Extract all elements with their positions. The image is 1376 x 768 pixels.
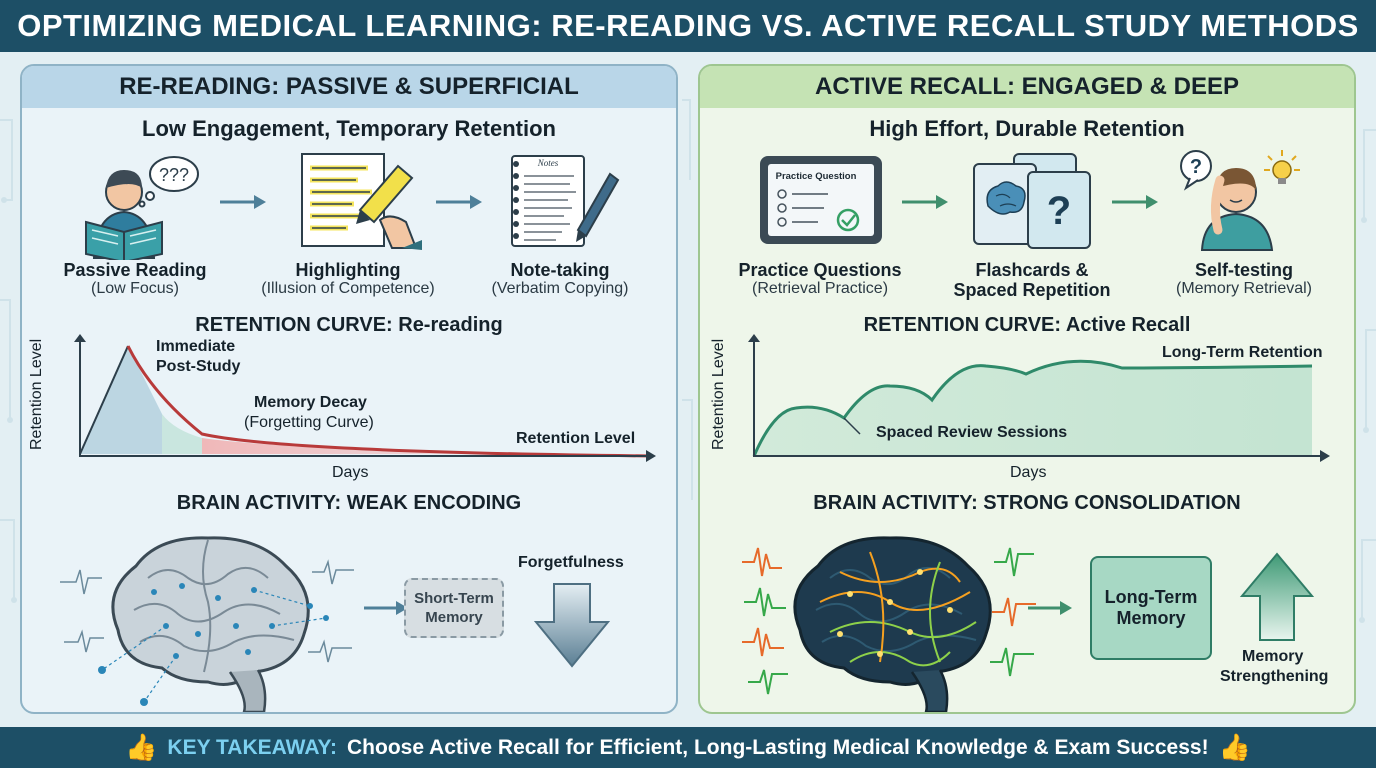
end-label: Retention Level — [516, 430, 636, 447]
active-recall-curve-chart — [748, 334, 1330, 462]
active-recall-subheading: High Effort, Durable Retention — [869, 116, 1185, 141]
decay-curve-line — [126, 345, 653, 458]
step-subtitle: (Memory Retrieval) — [1175, 280, 1312, 297]
memory-strengthening-label: Strengthening — [1220, 668, 1329, 685]
step-subtitle: (Verbatim Copying) — [491, 280, 629, 297]
long-term-memory-label: Long-Term — [1104, 587, 1198, 607]
short-term-memory-label: Short-Term — [414, 590, 494, 607]
thinking-person-icon: ? — [1180, 150, 1300, 251]
long-term-memory-label: Memory — [1116, 608, 1186, 628]
key-takeaway-message: Choose Active Recall for Efficient, Long… — [347, 735, 1209, 759]
tablet-quiz-icon: Practice Question — [760, 156, 882, 244]
step-subtitle: (Illusion of Competence) — [261, 280, 435, 297]
active-recall-panel: ACTIVE RECALL: ENGAGED & DEEP High Effor… — [698, 64, 1356, 714]
flow-arrow-icon — [1112, 195, 1158, 209]
decay-label: Memory Decay — [254, 394, 367, 411]
step-subtitle: (Low Focus) — [90, 280, 180, 297]
flashcard-mark: ? — [1047, 189, 1071, 233]
flow-arrow-icon — [220, 195, 266, 209]
re-reading-panel: RE-READING: PASSIVE & SUPERFICIAL Low En… — [20, 64, 678, 714]
title-banner: OPTIMIZING MEDICAL LEARNING: RE-READING … — [0, 0, 1376, 52]
recall-curve-line — [752, 359, 1313, 457]
thumbs-up-icon: 👍 — [1218, 732, 1251, 762]
step-title: Flashcards & — [975, 260, 1089, 280]
flow-arrow-icon — [364, 601, 408, 615]
retention-curve-title: RETENTION CURVE: Active Recall — [863, 314, 1191, 336]
step-title: Note-taking — [510, 260, 610, 280]
thought-bubble-text: ??? — [159, 165, 189, 185]
brain-activity-title: BRAIN ACTIVITY: STRONG CONSOLIDATION — [813, 492, 1241, 514]
long-term-retention-label: Long-Term Retention — [1162, 344, 1323, 361]
x-axis-label: Days — [332, 464, 369, 481]
up-arrow-icon — [1239, 552, 1315, 641]
flow-arrow-icon — [902, 195, 948, 209]
step-title: Highlighting — [295, 260, 401, 280]
step-title: Spaced Repetition — [953, 280, 1111, 300]
notepad-header: Notes — [537, 158, 559, 168]
step-title: Passive Reading — [63, 260, 207, 280]
x-axis-label: Days — [1010, 464, 1047, 481]
tablet-label: Practice Question — [776, 171, 857, 182]
retention-curve-title: RETENTION CURVE: Re-reading — [195, 314, 503, 336]
highlighter-icon — [301, 153, 422, 250]
flashcards-icon: ? — [973, 153, 1091, 249]
weak-brain-icon — [60, 536, 354, 712]
flow-arrow-icon — [436, 195, 482, 209]
key-takeaway-banner: 👍 KEY TAKEAWAY: Choose Active Recall for… — [0, 727, 1376, 768]
strong-brain-icon — [742, 536, 1036, 712]
active-recall-heading: ACTIVE RECALL: ENGAGED & DEEP — [700, 66, 1354, 108]
page-title: OPTIMIZING MEDICAL LEARNING: RE-READING … — [17, 8, 1359, 43]
step-title: Self-testing — [1194, 260, 1293, 280]
spaced-review-label: Spaced Review Sessions — [876, 424, 1068, 441]
re-reading-heading: RE-READING: PASSIVE & SUPERFICIAL — [22, 66, 676, 108]
short-term-memory-box: Short-Term Memory — [404, 578, 504, 638]
step-title: Practice Questions — [738, 260, 902, 280]
re-reading-subheading: Low Engagement, Temporary Retention — [142, 116, 556, 141]
step-subtitle: (Retrieval Practice) — [751, 280, 889, 297]
peak-label: Immediate — [156, 338, 236, 355]
y-axis-label: Retention Level — [710, 338, 727, 450]
reading-person-icon: ??? — [85, 156, 199, 260]
brain-activity-title: BRAIN ACTIVITY: WEAK ENCODING — [176, 492, 522, 514]
thought-mark: ? — [1190, 156, 1202, 178]
y-axis-label: Retention Level — [28, 338, 45, 450]
forgetfulness-label: Forgetfulness — [518, 554, 624, 571]
learning-curve-line — [79, 345, 129, 455]
long-term-memory-box: Long-Term Memory — [1090, 556, 1212, 660]
thumbs-up-icon: 👍 — [125, 732, 158, 762]
short-term-memory-label: Memory — [425, 609, 483, 626]
down-arrow-icon — [533, 583, 611, 668]
decay-sublabel: (Forgetting Curve) — [244, 414, 374, 431]
flow-arrow-icon — [1028, 601, 1072, 615]
memory-strengthening-label: Memory — [1242, 648, 1304, 665]
notepad-icon: Notes — [511, 155, 620, 247]
forgetting-curve-chart — [74, 334, 656, 462]
key-takeaway-label: KEY TAKEAWAY: — [167, 735, 337, 759]
peak-label: Post-Study — [156, 358, 241, 375]
